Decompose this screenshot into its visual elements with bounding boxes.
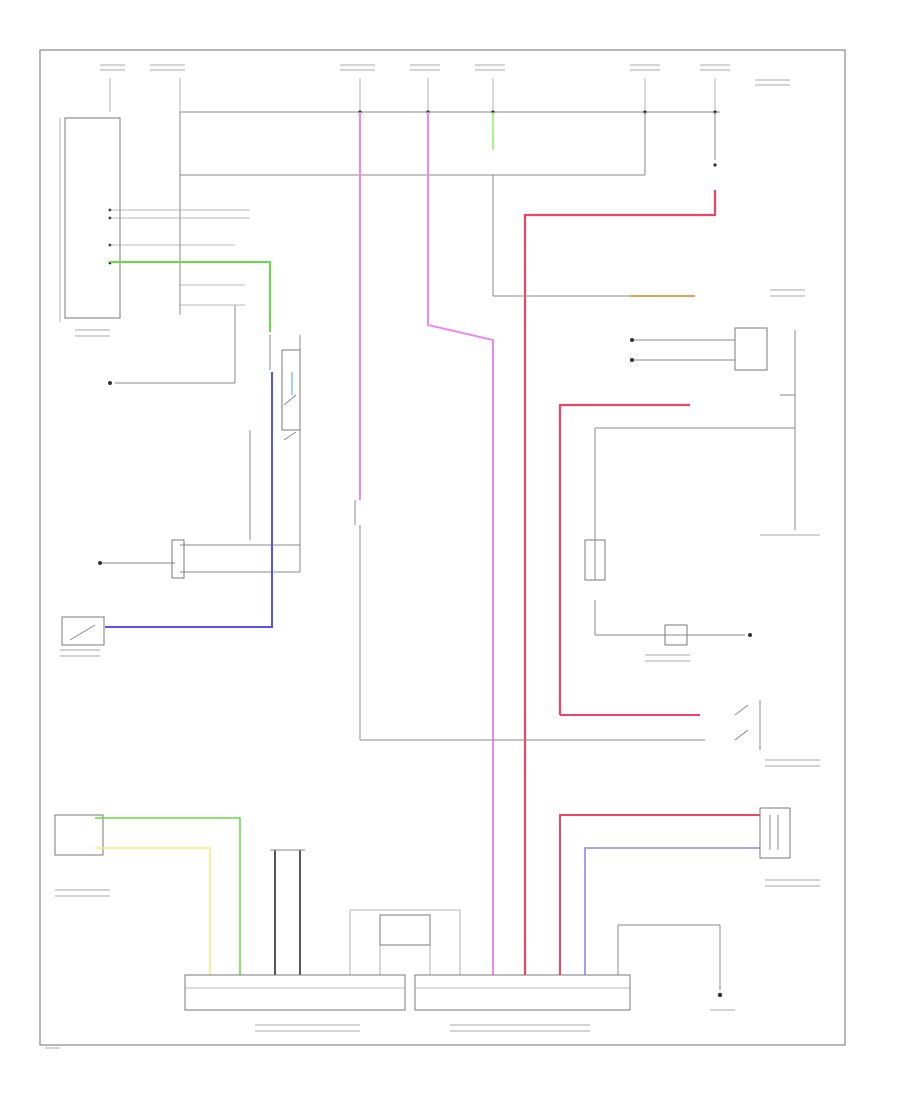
magenta-wire-center <box>427 112 494 975</box>
left-gray-wires <box>100 112 493 579</box>
diagram-border <box>39 49 846 1046</box>
left-module <box>59 117 121 322</box>
right-gray-wires <box>359 112 796 998</box>
door-switch-left <box>61 381 112 646</box>
lower-wires <box>270 849 461 975</box>
red-wire-main <box>523 190 717 975</box>
blue-wire <box>105 372 273 628</box>
buckle-switch-left <box>54 814 241 975</box>
lavender-wire <box>584 847 760 975</box>
bottom-connectors <box>184 974 631 1011</box>
green-wire <box>110 261 271 332</box>
fuse-bus <box>109 78 720 114</box>
red-wire-bypass <box>558 403 690 715</box>
red-wire-bottom <box>559 814 760 975</box>
label-marks <box>45 64 820 1049</box>
